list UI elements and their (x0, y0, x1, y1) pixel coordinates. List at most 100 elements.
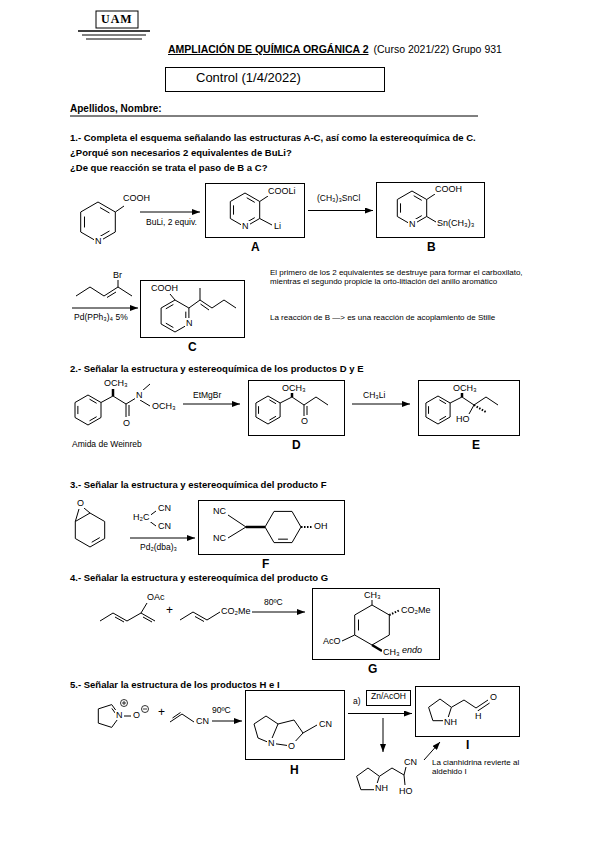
bond-line (200, 288, 201, 300)
bond-line (212, 300, 224, 308)
bond-line (124, 701, 125, 705)
atom-label: CO₂Me (220, 606, 252, 616)
bond-line (90, 417, 97, 421)
bond-line (195, 617, 204, 622)
bond-line (400, 203, 401, 212)
bond-line (280, 397, 292, 403)
bond-line (379, 768, 392, 776)
compound-letter: A (251, 241, 260, 254)
bond-line (316, 397, 328, 405)
compound-letter: I (466, 739, 469, 752)
question-text: ¿Porqué son necesarios 2 equivalentes de… (70, 148, 292, 158)
atom-label: OCH₃ (103, 378, 129, 388)
charge-symbol (121, 700, 128, 707)
bond-line (92, 538, 100, 543)
bond-line (246, 526, 265, 529)
caption-text: Amida de Weinreb (72, 440, 142, 449)
atom-label: COOH (150, 283, 179, 293)
charge-symbol (142, 706, 149, 713)
reaction-arrow (383, 718, 384, 752)
atom-label: O (76, 498, 85, 508)
reaction-arrow (424, 742, 440, 760)
atom-label: endo (402, 646, 422, 656)
ring-bonds (75, 513, 104, 547)
title-box-text: Control (1/4/2022) (196, 71, 301, 85)
bond-line (414, 196, 422, 201)
bond-line (86, 39, 142, 40)
bond-line (189, 300, 200, 308)
bond-line (107, 292, 116, 298)
bond-line (76, 287, 132, 296)
bond-line (228, 515, 246, 527)
question-text: 2.- Señalar la estructura y estereoquími… (70, 364, 364, 374)
atom-label: OCH₃ (151, 401, 177, 411)
logo-text: UAM (101, 13, 133, 26)
bond-line (439, 416, 446, 420)
reaction-arrow (352, 404, 410, 405)
bond-line (462, 397, 474, 405)
bond-line (258, 406, 259, 414)
atom-label: NC (212, 506, 227, 516)
question-text: 4.- Señalar la estructura y estereoquími… (70, 573, 328, 583)
reagent-text: 80ºC (264, 598, 283, 607)
atom-label: CN (195, 716, 210, 726)
answer-box: OCH₃OD (248, 380, 345, 436)
atom-label: Li (273, 221, 282, 231)
compound-letter: E (472, 439, 480, 452)
bond-line (75, 509, 79, 522)
compound-letter: H (290, 764, 299, 777)
bond-line (486, 397, 498, 405)
atom-label: CN (157, 503, 172, 513)
bond-line (278, 539, 288, 540)
bond-line (342, 635, 355, 641)
bond-line (201, 304, 210, 310)
atom-label: H₂C (132, 512, 151, 522)
bond-line (269, 400, 276, 404)
bond-line (90, 399, 97, 403)
ring-bonds (355, 605, 390, 645)
bond-line (126, 404, 127, 417)
plus-sign: + (166, 604, 173, 617)
atom-label: NC (212, 533, 227, 543)
bond-line (304, 405, 305, 416)
question-text: 3.- Señalar la estructura y estereoquími… (70, 480, 327, 490)
bond-line (260, 219, 272, 226)
reaction-arrow (212, 721, 242, 722)
bond-line (166, 304, 174, 308)
atom-label: O (122, 418, 131, 428)
reagent-text: 90ºC (212, 706, 231, 715)
atom-label: CH₃ (363, 590, 382, 600)
bond-line (372, 645, 382, 651)
bond-line (100, 613, 155, 621)
atom-label: N (94, 236, 103, 246)
answer-box: CNNOH (245, 690, 345, 760)
bond-line (427, 217, 436, 223)
compound-letter: D (292, 439, 301, 452)
answer-box: COOHNC (140, 280, 245, 338)
question-text: ¿De que reacción se trata el paso de B a… (70, 163, 267, 173)
answer-box: NCOHNCF (198, 500, 345, 555)
atom-label: OCH₃ (452, 383, 478, 393)
bond-line (173, 713, 181, 719)
bond-line (304, 397, 316, 405)
atom-label: CN (318, 719, 333, 729)
answer-box: CH₃CO₂MeAcOCH₃endoG (312, 588, 440, 660)
atom-label: COOH (434, 184, 463, 194)
atom-label: N (267, 738, 276, 748)
bond-line (307, 406, 308, 415)
atom-label: N (135, 390, 144, 400)
bond-line (269, 416, 276, 420)
atom-label: H (474, 711, 483, 721)
bond-line (303, 725, 317, 733)
atom-label: N (408, 219, 417, 229)
atom-label: O (300, 416, 309, 426)
bond-line (478, 703, 490, 711)
bond-line (476, 700, 488, 708)
bond-line (115, 617, 124, 622)
atom-label: N (241, 221, 250, 231)
compound-letter: G (368, 663, 377, 676)
bond-line (112, 389, 115, 396)
bond-line (469, 405, 474, 414)
bond-line (166, 323, 174, 327)
page-title: AMPLIACIÓN DE QUÍMICA ORGÁNICA 2 (168, 44, 368, 56)
